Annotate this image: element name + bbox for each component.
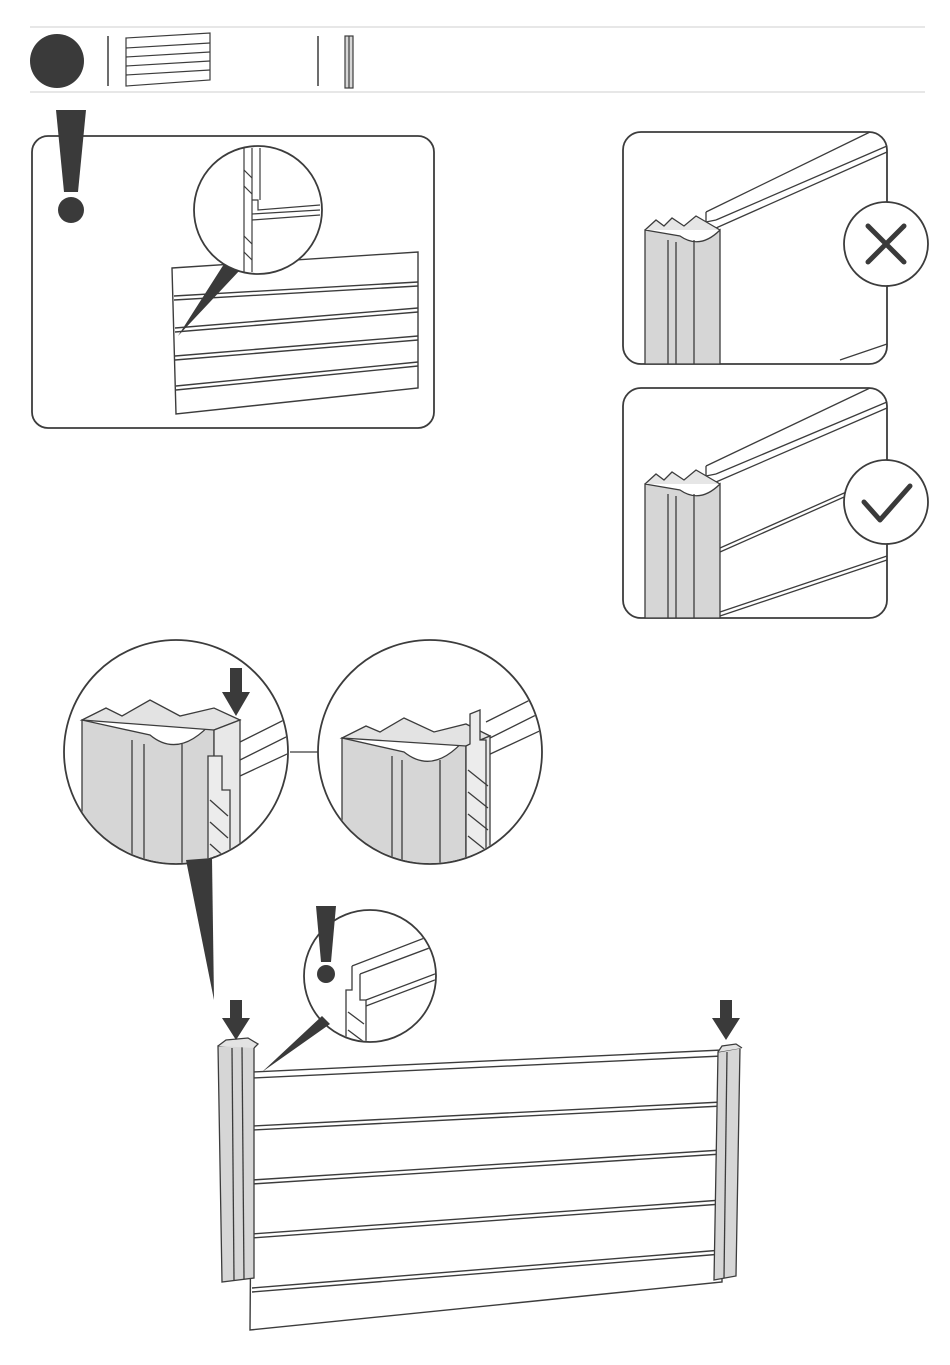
zoom-detail-circle — [194, 146, 322, 274]
detail-circle-after — [318, 640, 546, 870]
correct-example-panel — [623, 388, 928, 618]
down-arrow-icon — [222, 1000, 250, 1040]
warning-panel-top — [32, 110, 434, 428]
wall-assembly — [218, 1000, 742, 1330]
wall-panel-icon — [126, 33, 210, 86]
right-corner-post — [714, 1044, 742, 1280]
zoom-pointer — [262, 1016, 330, 1072]
corner-profile — [645, 216, 720, 364]
wall-panel-drawing — [172, 252, 418, 414]
down-arrow-icon — [712, 1000, 740, 1040]
cross-icon — [844, 202, 928, 286]
corner-profile — [645, 470, 720, 618]
wall-panel-drawing — [250, 1050, 722, 1330]
left-corner-post — [218, 1038, 258, 1282]
check-icon — [844, 460, 928, 544]
zoom-pointer — [186, 858, 214, 1000]
header — [30, 27, 925, 92]
warning-detail-circle — [304, 906, 440, 1050]
profile-post-icon — [345, 36, 353, 88]
detail-circle-before — [64, 640, 300, 870]
step-number-marker — [30, 34, 84, 88]
incorrect-example-panel — [623, 132, 928, 364]
